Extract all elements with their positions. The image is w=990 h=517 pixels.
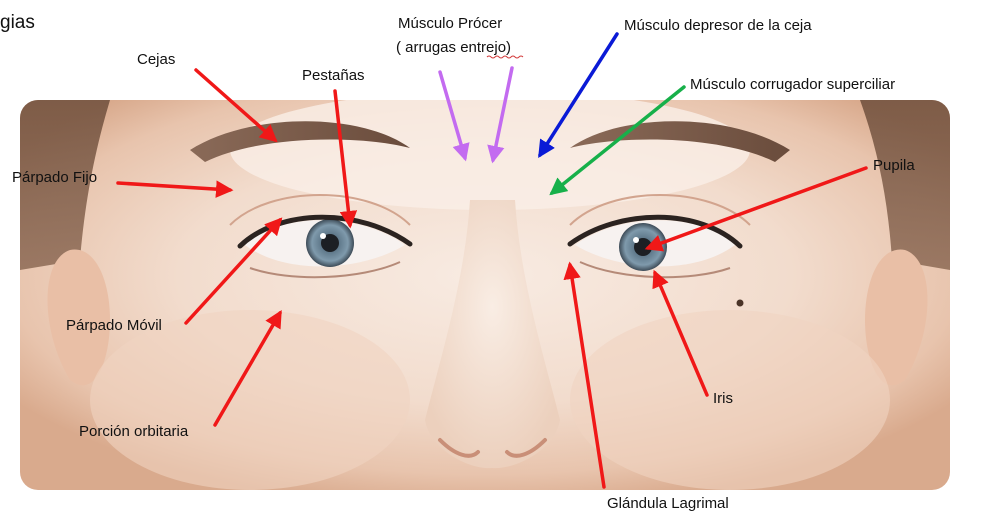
label-glandula-lagrimal: Glándula Lagrimal xyxy=(607,495,729,512)
label-iris: Iris xyxy=(713,390,733,407)
label-parpado-movil: Párpado Móvil xyxy=(66,317,162,334)
label-parpado-fijo: Párpado Fijo xyxy=(12,169,97,186)
label-corrugador: Músculo corrugador superciliar xyxy=(690,76,895,93)
label-pupila: Pupila xyxy=(873,157,915,174)
label-cejas: Cejas xyxy=(137,51,175,68)
spellcheck-underline xyxy=(487,56,523,58)
label-depresor: Músculo depresor de la ceja xyxy=(624,17,812,34)
label-procer-line1: Músculo Prócer xyxy=(398,15,502,32)
label-procer-line2: ( arrugas entrejo) xyxy=(396,39,511,56)
page-title: gias xyxy=(0,12,35,33)
label-porcion-orbitaria: Porción orbitaria xyxy=(79,423,189,440)
label-pestanas: Pestañas xyxy=(302,67,365,84)
